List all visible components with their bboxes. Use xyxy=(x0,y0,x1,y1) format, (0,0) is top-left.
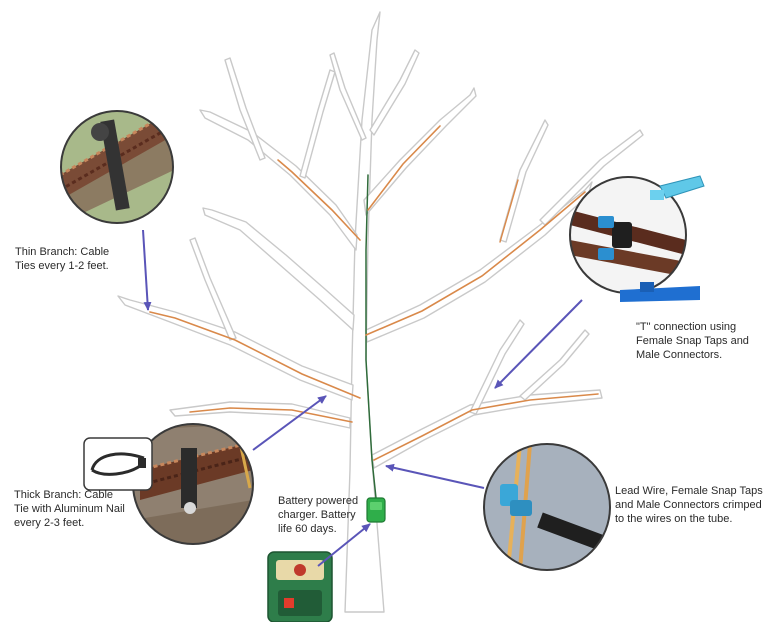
lead-wire-photo xyxy=(484,444,610,570)
lead-wire-label: Lead Wire, Female Snap Taps and Male Con… xyxy=(615,484,773,526)
t-connection-label: "T" connection using Female Snap Taps an… xyxy=(636,320,771,362)
left-limb xyxy=(118,296,353,400)
left-twig-1 xyxy=(225,58,265,160)
top-twig-left xyxy=(330,53,366,140)
thin-branch-label: Thin Branch: Cable Ties every 1-2 feet. xyxy=(15,245,165,273)
arrow-lead-wire xyxy=(386,466,484,488)
t-connection-photo xyxy=(570,176,704,302)
upper-left-limb xyxy=(200,110,357,250)
left-mid-limb xyxy=(203,208,354,330)
thin-branch-photo xyxy=(60,110,174,224)
battery-label: Battery powered charger. Battery life 60… xyxy=(278,494,408,536)
right-twig-4 xyxy=(520,330,589,400)
top-twig-right xyxy=(370,50,419,135)
thick-branch-label: Thick Branch: Cable Tie with Aluminum Na… xyxy=(14,488,164,530)
cable-tie-icon xyxy=(84,438,152,490)
left-twig-3 xyxy=(300,70,335,178)
upper-right-limb xyxy=(364,88,476,215)
